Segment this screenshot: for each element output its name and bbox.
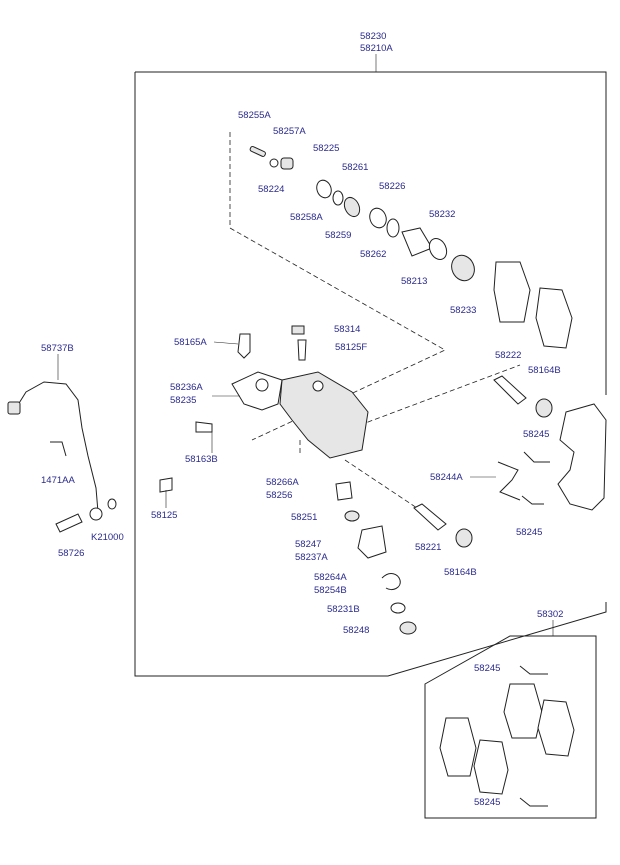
guide-pin-58221: [413, 503, 447, 531]
callout-58247: 58247: [295, 539, 321, 550]
callout-58314: 58314: [334, 324, 360, 335]
nut-58248: [399, 621, 417, 635]
callout-58210A: 58210A: [360, 43, 393, 54]
ring-58259: [386, 218, 400, 238]
callout-58302: 58302: [537, 609, 563, 620]
bracket-58247: [357, 525, 387, 559]
caliper-assembly-outline: [134, 71, 607, 677]
bolt-58163B: [195, 421, 213, 433]
clip-58245-upper: [523, 451, 550, 463]
callout-K21000: K21000: [91, 532, 124, 543]
bolt-58726: [55, 513, 83, 533]
guide-pin-58222: [493, 375, 527, 405]
callout-58235: 58235: [170, 395, 196, 406]
callout-58233: 58233: [450, 305, 476, 316]
callout-58257A: 58257A: [273, 126, 306, 137]
callout-58236A: 58236A: [170, 382, 203, 393]
bracket-bolt-hole: [255, 378, 269, 392]
callout-58225: 58225: [313, 143, 339, 154]
spring-58264A: [381, 573, 401, 591]
clip-58244A: [497, 461, 521, 501]
callout-58221: 58221: [415, 542, 441, 553]
bleeder-58125F: [297, 339, 307, 361]
callout-58259: 58259: [325, 230, 351, 241]
caliper-housing: [279, 371, 369, 459]
carrier-bracket: [557, 403, 607, 511]
callout-58224: 58224: [258, 184, 284, 195]
callout-58245-a: 58245: [523, 429, 549, 440]
spring-58261: [343, 196, 361, 218]
kit-pad-1: [439, 717, 477, 777]
bleeder-cap-58257A: [280, 157, 294, 170]
kit-clip-upper: [519, 665, 548, 675]
callout-58125F: 58125F: [335, 342, 367, 353]
callout-58726: 58726: [58, 548, 84, 559]
callout-58256: 58256: [266, 490, 292, 501]
hose-bracket-1471AA: [50, 441, 67, 457]
hose-fitting-end: [7, 401, 21, 415]
callout-58261: 58261: [342, 162, 368, 173]
hose-banjo-end: [89, 507, 103, 521]
kit-pad-4: [473, 739, 509, 795]
boot-58233: [451, 254, 475, 282]
brake-pad-outer: [493, 261, 531, 323]
callout-58262: 58262: [360, 249, 386, 260]
callout-58125: 58125: [151, 510, 177, 521]
callout-58737B: 58737B: [41, 343, 74, 354]
clip-58245-lower: [521, 495, 544, 505]
kit-pad-3: [537, 699, 575, 757]
callout-58230: 58230: [360, 31, 386, 42]
ring-58224: [269, 158, 279, 168]
callout-58266A: 58266A: [266, 477, 299, 488]
sensor-58266A: [335, 481, 353, 501]
washer-K21000: [107, 498, 117, 510]
pad-kit-outline: [424, 635, 597, 819]
callout-58248: 58248: [343, 625, 369, 636]
bolt-58165A: [237, 333, 251, 359]
seal-58226: [369, 207, 387, 229]
pin-58255A: [249, 145, 266, 157]
boot-58164B-lower: [455, 528, 473, 548]
leader-58165A: [213, 341, 239, 345]
callout-58213: 58213: [401, 276, 427, 287]
callout-58264A: 58264A: [314, 572, 347, 583]
callout-58237A: 58237A: [295, 552, 328, 563]
callout-58254B: 58254B: [314, 585, 347, 596]
kit-clip-lower: [519, 797, 548, 807]
washer-58258A: [332, 190, 344, 206]
brake-pad-inner: [535, 287, 573, 349]
callout-58245-d: 58245: [474, 797, 500, 808]
lower-pin-axis-line: [344, 459, 421, 511]
callout-58222: 58222: [495, 350, 521, 361]
piston-seal-58232: [428, 237, 448, 261]
guide-axis-line: [359, 364, 521, 426]
callout-58245-b: 58245: [516, 527, 542, 538]
boot-58164B-upper: [535, 398, 553, 418]
callout-58165A: 58165A: [174, 337, 207, 348]
callout-58226: 58226: [379, 181, 405, 192]
seal-58251: [344, 510, 360, 522]
callout-1471AA: 1471AA: [41, 475, 75, 486]
callout-58163B: 58163B: [185, 454, 218, 465]
callout-58232: 58232: [429, 209, 455, 220]
piston-58213: [401, 227, 433, 257]
callout-58245-c: 58245: [474, 663, 500, 674]
callout-58255A: 58255A: [238, 110, 271, 121]
nut-58231B: [390, 602, 406, 614]
callout-58164B-top: 58164B: [528, 365, 561, 376]
callout-58231B: 58231B: [327, 604, 360, 615]
bolt-58125: [159, 477, 173, 493]
callout-58258A: 58258A: [290, 212, 323, 223]
cap-58314: [291, 325, 305, 335]
callout-58244A: 58244A: [430, 472, 463, 483]
caliper-bracket-58236A: [231, 371, 283, 411]
seal-58225: [316, 179, 332, 199]
kit-pad-2: [503, 683, 543, 739]
callout-58164B-bot: 58164B: [444, 567, 477, 578]
brake-hose-58737B: [15, 381, 99, 513]
callout-58251: 58251: [291, 512, 317, 523]
housing-port: [312, 380, 324, 392]
